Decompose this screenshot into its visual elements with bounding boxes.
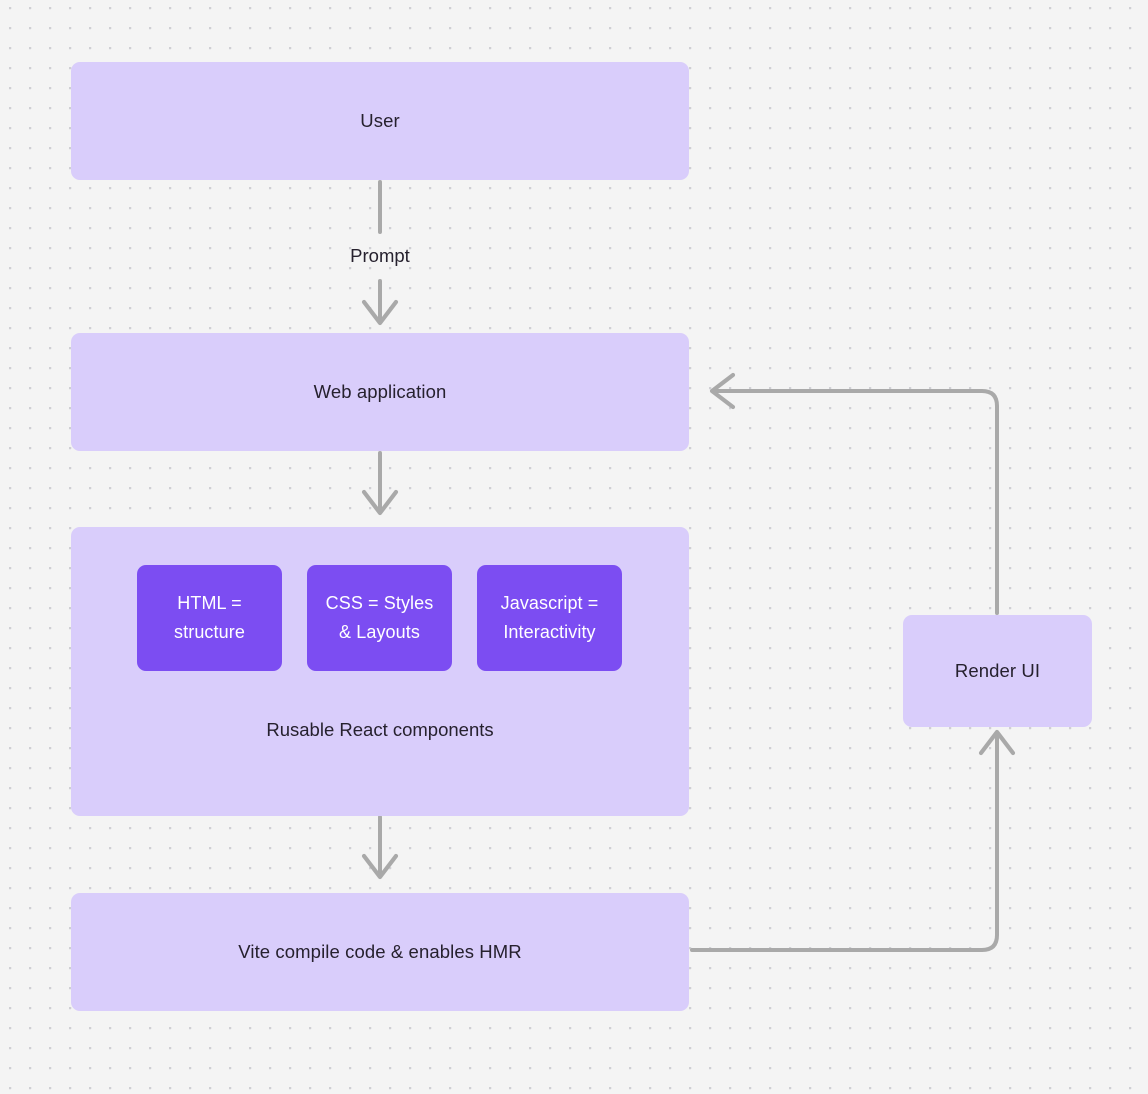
node-javascript-label: Javascript = Interactivity	[500, 593, 599, 642]
edge-render-ui-to-web-application	[709, 372, 999, 615]
node-web-application-label: Web application	[313, 380, 447, 402]
node-css-label: CSS = Styles & Layouts	[325, 593, 434, 642]
node-html[interactable]: HTML = structure	[137, 565, 282, 671]
edge-vite-to-render-ui	[690, 729, 1016, 952]
node-html-label: HTML = structure	[174, 593, 245, 642]
edge-web-application-to-components	[361, 451, 399, 516]
node-javascript[interactable]: Javascript = Interactivity	[477, 565, 622, 671]
node-render-ui[interactable]: Render UI	[903, 615, 1092, 727]
node-render-ui-label: Render UI	[954, 659, 1041, 681]
node-user-label: User	[360, 109, 400, 131]
edge-label-prompt: Prompt	[350, 245, 410, 266]
edge-components-to-vite	[361, 815, 399, 880]
node-css[interactable]: CSS = Styles & Layouts	[307, 565, 452, 671]
node-vite[interactable]: Vite compile code & enables HMR	[71, 893, 689, 1011]
node-components-group-caption: Rusable React components	[266, 719, 494, 740]
node-user[interactable]: User	[71, 62, 689, 180]
node-web-application[interactable]: Web application	[71, 333, 689, 451]
node-vite-label: Vite compile code & enables HMR	[238, 940, 522, 962]
